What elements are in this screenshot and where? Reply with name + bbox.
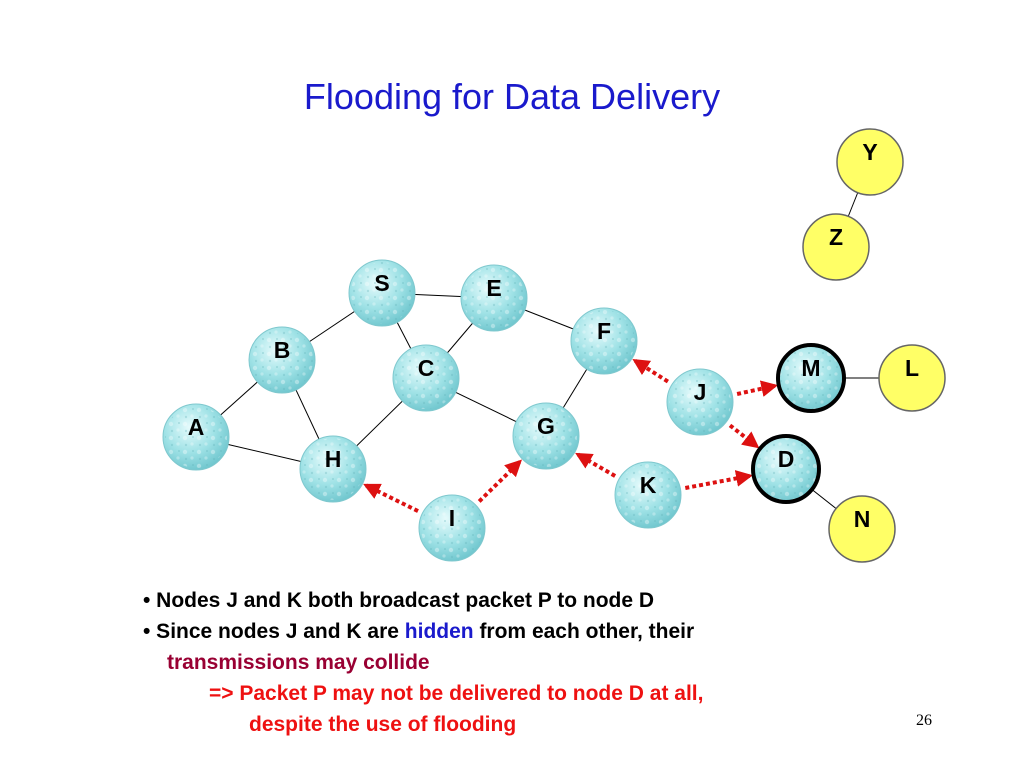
node-label-d: D <box>778 446 795 472</box>
bullet-list: • Nodes J and K both broadcast packet P … <box>143 585 943 740</box>
node-texture-j <box>669 371 731 433</box>
node-d: D <box>751 434 821 504</box>
page-number: 26 <box>916 712 932 729</box>
node-texture-i <box>421 497 483 559</box>
node-circle-l <box>878 344 946 412</box>
node-f: F <box>570 307 638 375</box>
bullet-hidden: • Since nodes J and K are hidden from ea… <box>143 616 943 647</box>
bullet-collide: transmissions may collide <box>167 651 430 674</box>
node-m: M <box>776 343 846 413</box>
node-label-z: Z <box>829 224 843 250</box>
node-texture-f <box>573 310 635 372</box>
bullet-hidden-post: from each other, their <box>473 620 695 643</box>
node-label-f: F <box>597 318 611 344</box>
node-texture-k <box>617 464 679 526</box>
node-n: N <box>828 495 896 563</box>
node-label-e: E <box>486 275 501 301</box>
node-texture-d <box>755 438 817 500</box>
bullet-consequence-cont: despite the use of flooding <box>249 713 517 736</box>
node-s: S <box>348 259 416 327</box>
transmission-arrow-k-to-d <box>684 470 753 490</box>
node-texture-a <box>165 406 227 468</box>
node-texture-b <box>251 329 313 391</box>
slide-title: Flooding for Data Delivery <box>303 76 721 117</box>
bullet-consequence: => Packet P may not be delivered to node… <box>209 682 704 705</box>
node-j: J <box>666 368 734 436</box>
hidden-word: hidden <box>404 620 474 643</box>
node-label-j: J <box>694 379 707 405</box>
transmission-arrow-i-to-g <box>477 459 523 503</box>
node-b: B <box>248 326 316 394</box>
node-label-i: I <box>449 505 455 531</box>
bullet-broadcast: • Nodes J and K both broadcast packet P … <box>143 589 655 612</box>
node-texture-m <box>780 347 842 409</box>
node-label-g: G <box>537 413 555 439</box>
node-label-c: C <box>418 355 435 381</box>
node-label-n: N <box>854 506 871 532</box>
node-y: Y <box>836 128 904 196</box>
transmission-arrow-i-to-h <box>363 483 419 513</box>
node-texture-g <box>515 405 577 467</box>
node-circle-z <box>802 213 870 281</box>
node-texture-e <box>463 267 525 329</box>
node-label-k: K <box>640 472 657 498</box>
transmission-arrow-k-to-g <box>575 452 617 478</box>
node-z: Z <box>802 213 870 281</box>
node-label-l: L <box>905 355 919 381</box>
node-g: G <box>512 402 580 470</box>
node-texture-h <box>302 438 364 500</box>
node-l: L <box>878 344 946 412</box>
node-label-m: M <box>801 355 820 381</box>
node-circle-y <box>836 128 904 196</box>
bullet-hidden-pre: • Since nodes J and K are <box>143 620 405 643</box>
transmission-arrow-j-to-m <box>736 380 779 397</box>
node-label-a: A <box>188 414 205 440</box>
node-label-y: Y <box>862 139 877 165</box>
node-h: H <box>299 435 367 503</box>
transmission-arrow-j-to-f <box>632 358 669 384</box>
node-label-h: H <box>325 446 342 472</box>
node-c: C <box>392 344 460 412</box>
node-label-b: B <box>274 337 291 363</box>
node-i: I <box>418 494 486 562</box>
node-label-s: S <box>374 270 389 296</box>
node-a: A <box>162 403 230 471</box>
transmission-arrow-j-to-d <box>728 423 760 449</box>
node-k: K <box>614 461 682 529</box>
node-circle-n <box>828 495 896 563</box>
node-texture-s <box>351 262 413 324</box>
node-texture-c <box>395 347 457 409</box>
node-e: E <box>460 264 528 332</box>
